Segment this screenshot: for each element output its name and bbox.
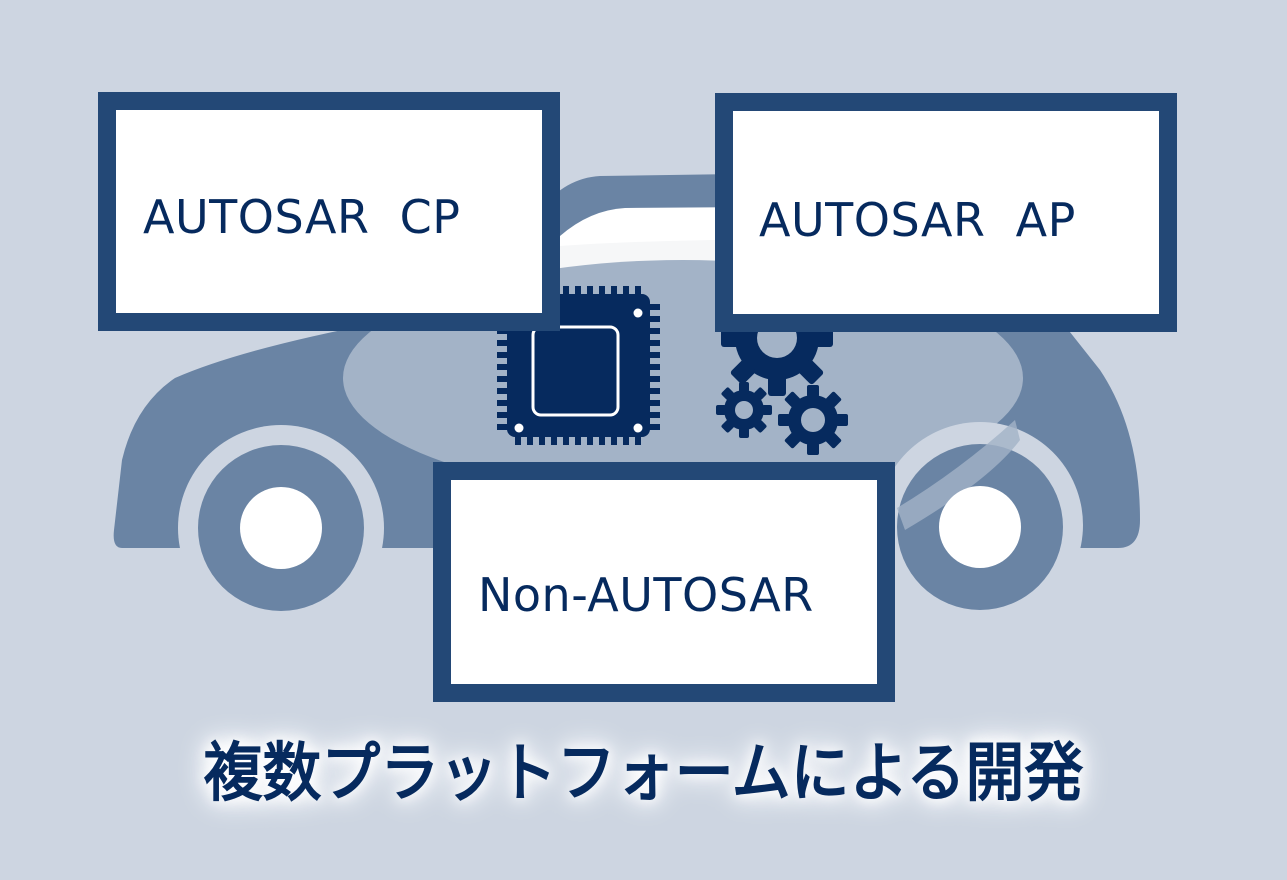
hub-right bbox=[939, 486, 1021, 568]
non-autosar-box: Non-AUTOSAR bbox=[433, 462, 895, 702]
autosar-cp-box: AUTOSAR CP bbox=[98, 92, 560, 331]
autosar-ap-label: AUTOSAR AP bbox=[759, 193, 1076, 247]
gears-icon bbox=[716, 320, 848, 455]
caption-title: 複数プラットフォームによる開発 bbox=[203, 737, 1084, 811]
non-autosar-label: Non-AUTOSAR bbox=[478, 568, 814, 622]
autosar-cp-label: AUTOSAR CP bbox=[143, 190, 461, 244]
hub-left bbox=[240, 487, 322, 569]
autosar-ap-box: AUTOSAR AP bbox=[715, 93, 1177, 332]
